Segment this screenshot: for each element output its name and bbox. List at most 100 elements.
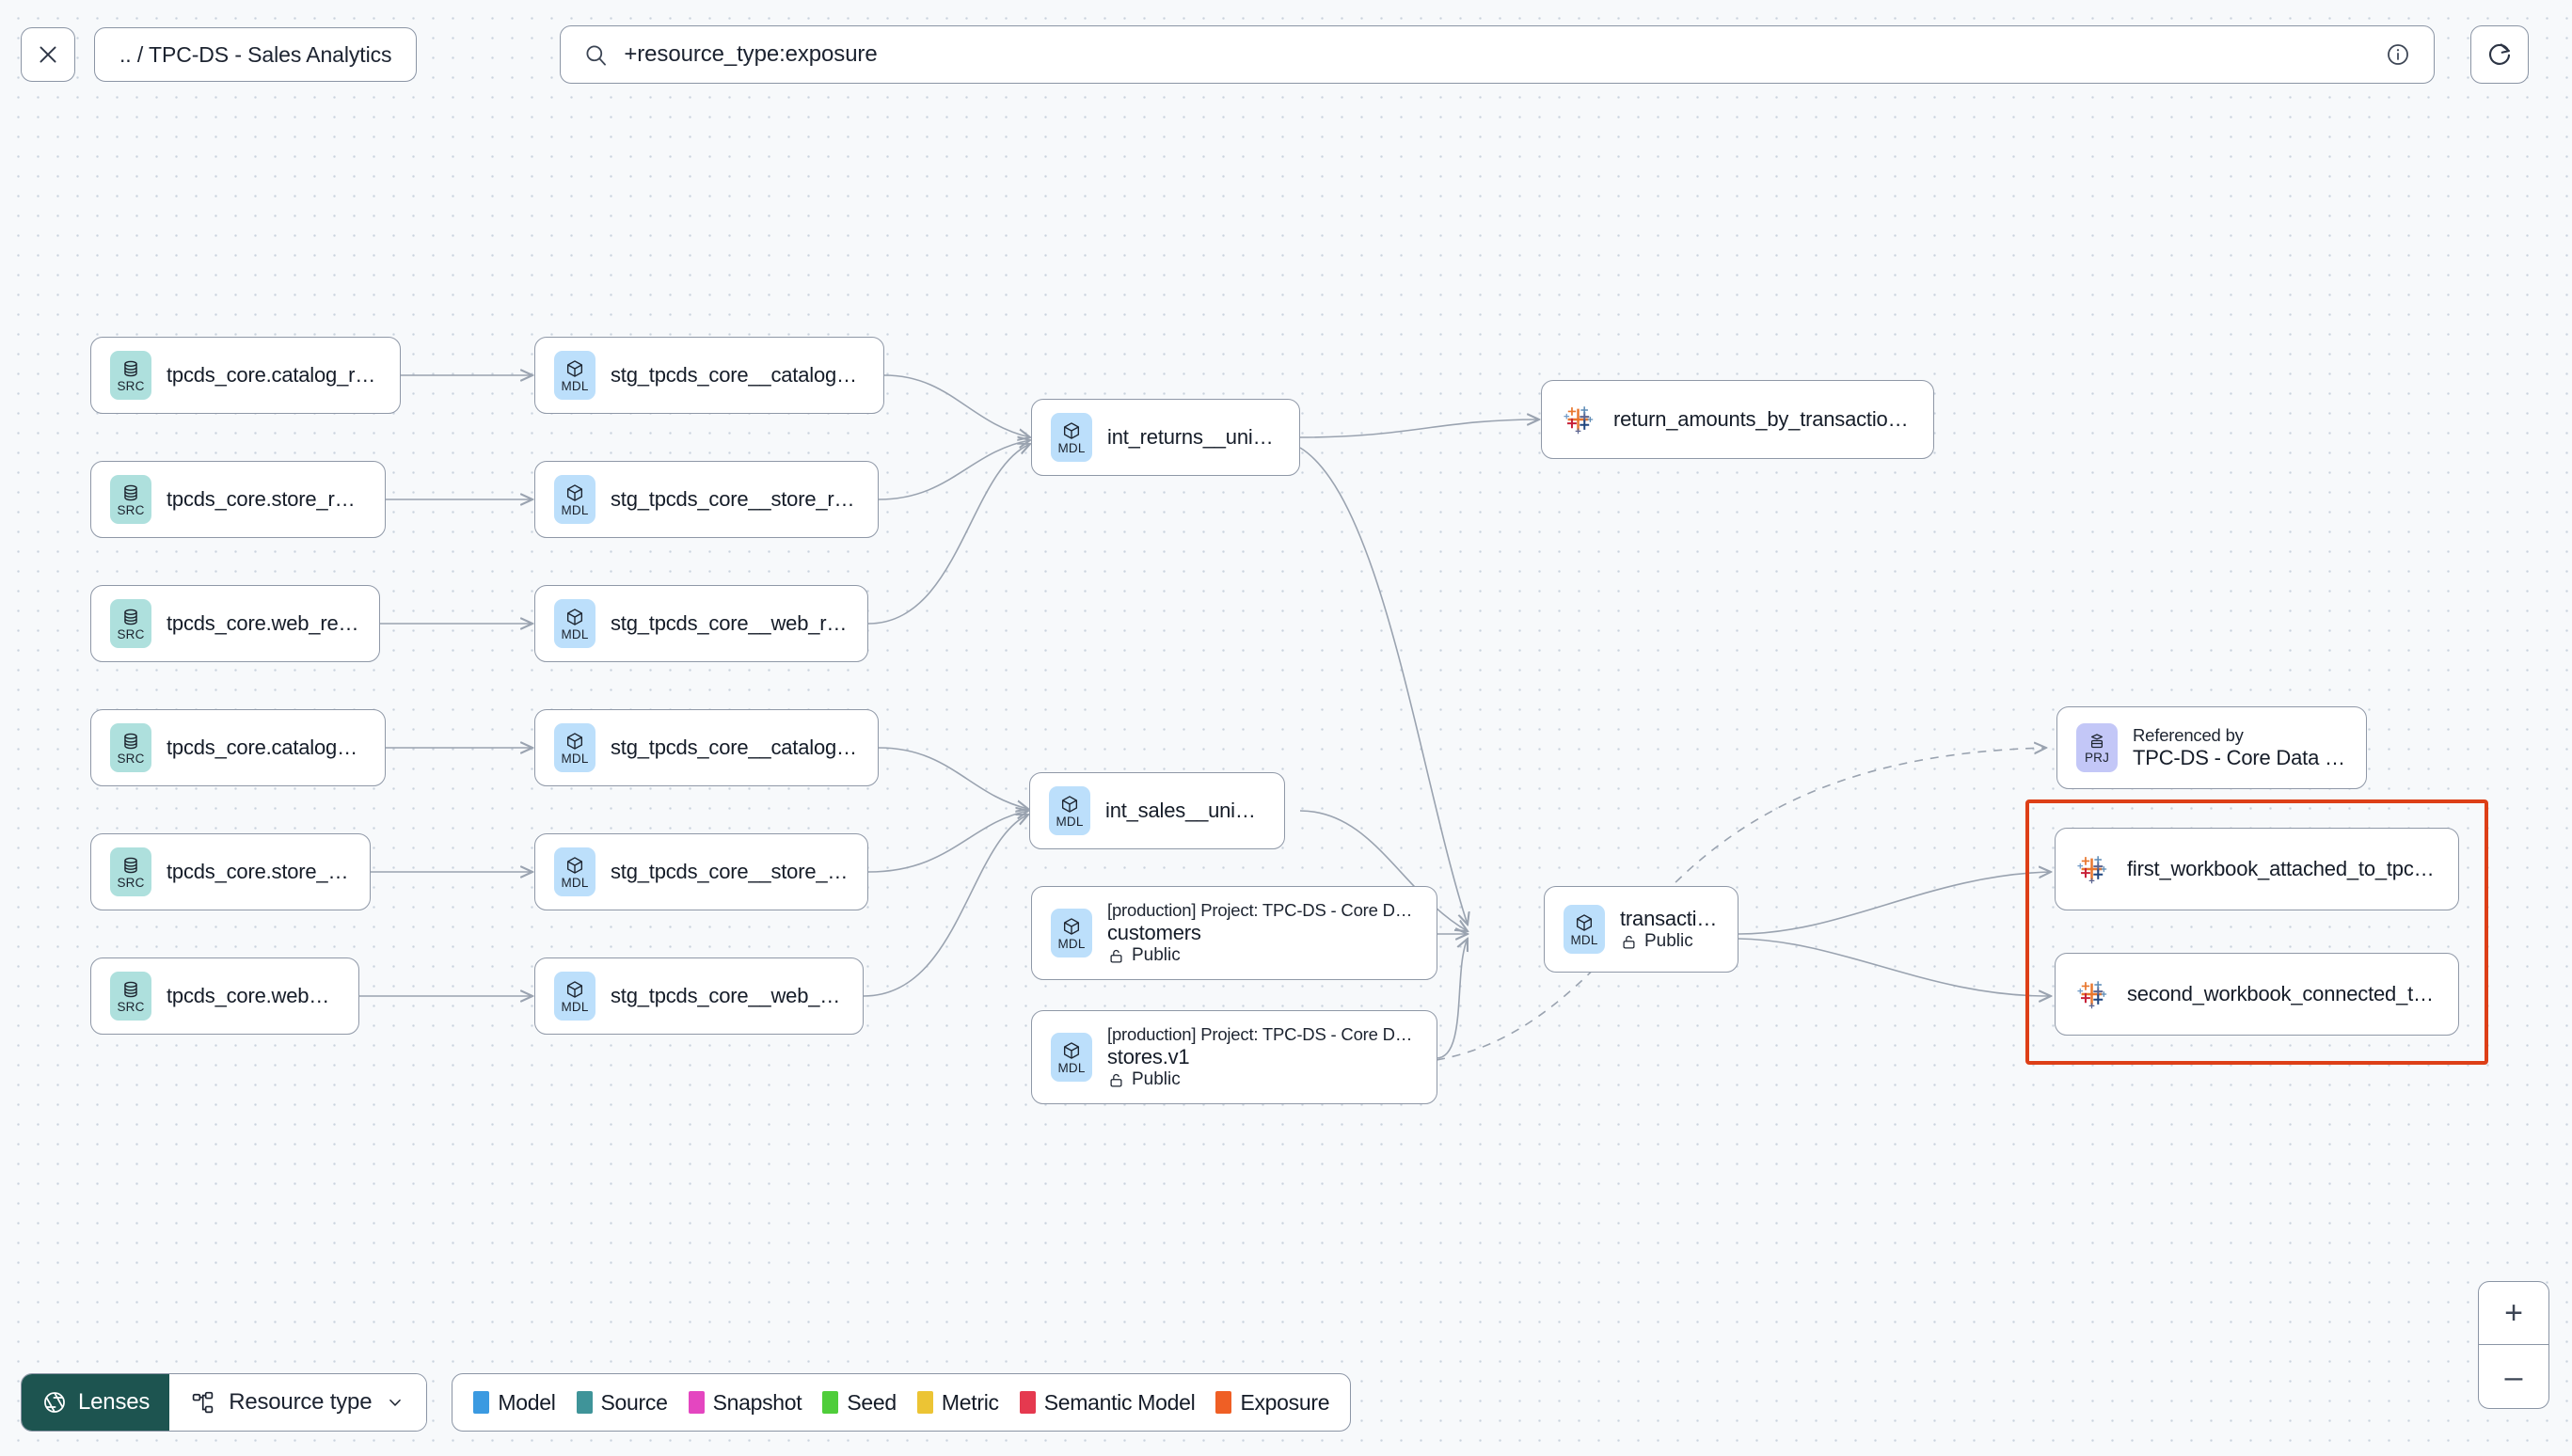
legend-item-exposure[interactable]: Exposure (1215, 1389, 1330, 1416)
node-model-int-sales-unioned[interactable]: MDL int_sales__unioned (1029, 772, 1285, 849)
node-title: tpcds_core.store_sales (167, 860, 351, 883)
node-model-stg-store-sales[interactable]: MDL stg_tpcds_core__store_sales (534, 833, 868, 910)
model-badge: MDL (554, 351, 595, 400)
legend-item-snapshot[interactable]: Snapshot (688, 1390, 802, 1416)
node-body: tpcds_core.catalog_returns (167, 363, 381, 388)
node-title: stg_tpcds_core__web_sales (611, 984, 844, 1007)
source-badge: SRC (110, 847, 151, 896)
node-source-web-sales[interactable]: SRC tpcds_core.web_sales (90, 957, 359, 1035)
node-body: tpcds_core.store_sales (167, 860, 351, 884)
legend-item-seed[interactable]: Seed (822, 1390, 897, 1416)
node-title: int_sales__unioned (1105, 799, 1265, 822)
breadcrumb-label: .. / TPC-DS - Sales Analytics (119, 41, 392, 67)
node-model-customers[interactable]: MDL [production] Project: TPC-DS - Core … (1031, 886, 1437, 980)
node-body: return_amounts_by_transaction_type (1613, 407, 1914, 432)
legend-item-metric[interactable]: Metric (916, 1390, 999, 1416)
search-input[interactable] (624, 41, 2371, 68)
badge-label: SRC (117, 626, 145, 641)
node-title: stg_tpcds_core__web_returns (611, 611, 849, 635)
node-model-stg-catalog-sales[interactable]: MDL stg_tpcds_core__catalog_sales (534, 709, 879, 786)
database-icon (124, 981, 137, 997)
legend-item-model[interactable]: Model (473, 1389, 556, 1416)
search-icon (586, 44, 607, 66)
badge-label: MDL (561, 999, 589, 1014)
legend-item-source[interactable]: Source (576, 1389, 668, 1416)
cube-icon (566, 732, 583, 750)
node-source-store-sales[interactable]: SRC tpcds_core.store_sales (90, 833, 371, 910)
node-source-store-returns[interactable]: SRC tpcds_core.store_returns (90, 461, 386, 538)
lenses-button[interactable]: Lenses (22, 1374, 170, 1431)
node-title: tpcds_core.catalog_returns (167, 363, 381, 387)
node-exposure-first-workbook[interactable]: first_workbook_attached_to_tpc-ds_-_… (2055, 828, 2459, 910)
visibility-label: Public (1644, 931, 1693, 951)
node-source-catalog-sales[interactable]: SRC tpcds_core.catalog_sales (90, 709, 386, 786)
zoom-controls: + – (2478, 1281, 2549, 1409)
zoom-in-button[interactable]: + (2479, 1282, 2548, 1345)
node-project-referenced-by[interactable]: PRJ Referenced by TPC-DS - Core Data Mod… (2056, 706, 2367, 789)
project-badge: PRJ (2076, 723, 2118, 772)
node-model-stg-store-returns[interactable]: MDL stg_tpcds_core__store_returns (534, 461, 879, 538)
node-exposure-return-amounts[interactable]: return_amounts_by_transaction_type (1541, 380, 1934, 459)
edge-stg-catalog-sales-int (878, 747, 1028, 809)
node-title: customers (1107, 921, 1201, 944)
edge-stores-referenced-by-project (1436, 748, 2046, 1061)
node-body: stg_tpcds_core__store_returns (611, 487, 859, 512)
cube-icon (1063, 917, 1080, 935)
node-source-web-returns[interactable]: SRC tpcds_core.web_returns (90, 585, 380, 662)
node-model-stg-web-returns[interactable]: MDL stg_tpcds_core__web_returns (534, 585, 868, 662)
node-body: [production] Project: TPC-DS - Core Data… (1107, 1024, 1418, 1090)
source-badge: SRC (110, 723, 151, 772)
node-visibility: Public (1107, 1069, 1418, 1090)
refresh-button[interactable] (2470, 25, 2530, 84)
node-title: stg_tpcds_core__store_returns (611, 487, 859, 511)
search-bar[interactable] (560, 25, 2436, 84)
edge-stg-store-sales-int (867, 811, 1028, 873)
close-icon (40, 46, 56, 63)
close-button[interactable] (21, 27, 75, 82)
tableau-icon (2077, 856, 2107, 884)
node-model-int-returns-unioned[interactable]: MDL int_returns__unioned (1031, 399, 1300, 476)
node-model-stores-v1[interactable]: MDL [production] Project: TPC-DS - Core … (1031, 1010, 1437, 1104)
cube-icon (566, 856, 583, 874)
node-subtitle: Referenced by (2133, 725, 2244, 745)
database-icon (124, 609, 137, 625)
node-body: transactions Public (1620, 907, 1719, 952)
legend-label: Exposure (1240, 1389, 1330, 1415)
node-exposure-second-workbook[interactable]: second_workbook_connected_to_live… (2055, 953, 2459, 1036)
project-icon (2090, 734, 2104, 748)
edge-stg-web-returns-int (867, 444, 1030, 625)
legend-swatch (1215, 1391, 1232, 1414)
node-model-transactions[interactable]: MDL transactions Public (1544, 886, 1738, 973)
visibility-label: Public (1132, 945, 1181, 965)
node-model-stg-web-sales[interactable]: MDL stg_tpcds_core__web_sales (534, 957, 864, 1035)
node-title: return_amounts_by_transaction_type (1613, 407, 1914, 431)
legend-label: Model (498, 1389, 556, 1415)
breadcrumb[interactable]: .. / TPC-DS - Sales Analytics (94, 27, 418, 82)
source-badge: SRC (110, 599, 151, 648)
zoom-out-button[interactable]: – (2504, 1358, 2523, 1395)
aperture-icon (44, 1392, 65, 1413)
node-title: tpcds_core.web_returns (167, 611, 360, 635)
node-body: [production] Project: TPC-DS - Core Data… (1107, 900, 1418, 966)
legend-swatch (473, 1391, 490, 1414)
model-badge: MDL (554, 599, 595, 648)
legend-item-semantic-model[interactable]: Semantic Model (1019, 1390, 1196, 1416)
legend-label: Source (600, 1389, 668, 1415)
bottom-toolbar: Lenses Resource type Model (21, 1373, 1352, 1432)
info-circle-icon[interactable] (2385, 41, 2411, 68)
resource-type-dropdown[interactable]: Resource type (169, 1374, 427, 1431)
edge-int-returns-exposure (1299, 419, 1539, 438)
legend-swatch (822, 1391, 839, 1414)
node-title: stg_tpcds_core__store_sales (611, 860, 849, 883)
legend-swatch (688, 1391, 705, 1414)
node-source-catalog-returns[interactable]: SRC tpcds_core.catalog_returns (90, 337, 401, 414)
cube-icon (1576, 913, 1593, 931)
badge-label: MDL (561, 875, 589, 890)
badge-label: MDL (1057, 1060, 1086, 1075)
node-body: stg_tpcds_core__catalog_returns (611, 363, 865, 388)
node-visibility: Public (1620, 931, 1719, 952)
chevron-down-icon (389, 1399, 402, 1406)
node-model-stg-catalog-returns[interactable]: MDL stg_tpcds_core__catalog_returns (534, 337, 884, 414)
node-title: tpcds_core.catalog_sales (167, 736, 366, 759)
